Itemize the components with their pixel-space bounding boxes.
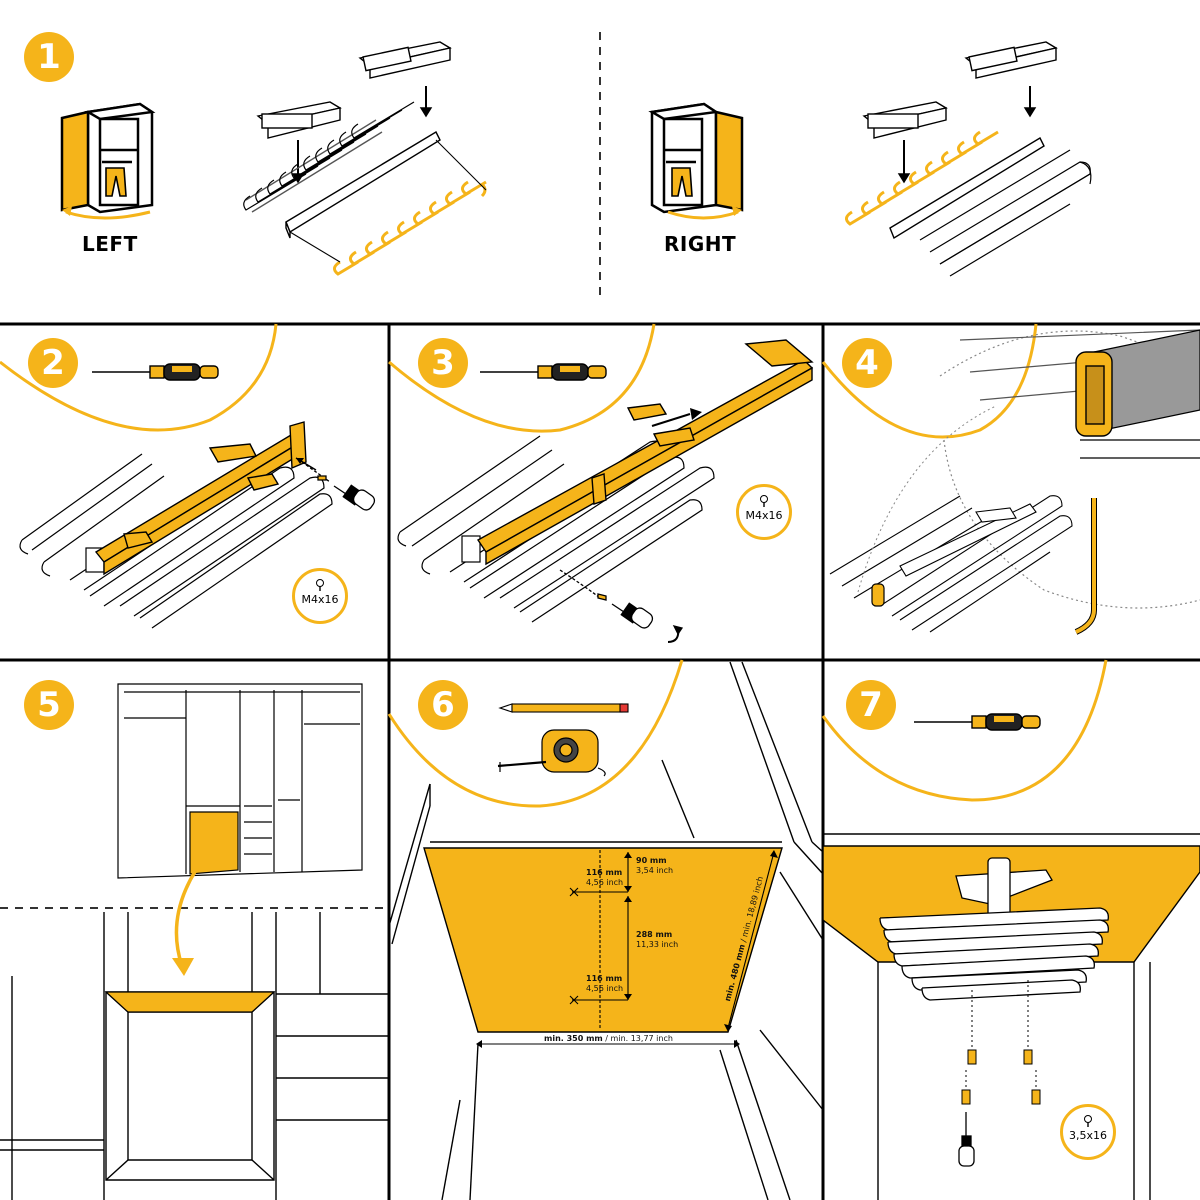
rack-right-loops	[919, 149, 1092, 277]
rack-left-step1	[245, 41, 452, 239]
step2-screw-tag: M4x16	[292, 568, 348, 624]
step-7-badge: 7	[846, 680, 896, 730]
measure-116-bottom-inch: 4,56 inch	[586, 984, 624, 993]
measure-288-inch: 11,33 inch	[636, 940, 679, 949]
step5-closeup	[0, 912, 389, 1200]
step3-rail-yellow	[476, 339, 814, 566]
step4-small-bracket	[871, 583, 885, 607]
step6-dimension-arrowheads	[476, 850, 778, 1048]
step2-rack	[19, 453, 333, 629]
step4-magnified-view	[939, 329, 1200, 609]
measure-90-mm: 90 mm	[636, 856, 667, 865]
step7-screw-size: 3,5x16	[1068, 1129, 1107, 1142]
wardrobe-right-icon	[648, 102, 744, 214]
measure-width-inch: min. 13,77 inch	[610, 1034, 673, 1043]
screw-icon	[760, 495, 768, 507]
step3-rack	[397, 435, 715, 623]
wardrobe-right-pants	[671, 167, 693, 197]
step7-screw-tag: 3,5x16	[1060, 1104, 1116, 1160]
measure-90-inch: 3,54 inch	[636, 866, 674, 875]
wardrobe-left-pants	[105, 167, 127, 197]
rack-right-step1	[862, 41, 1058, 240]
step3-screwdriver	[480, 363, 607, 381]
step5-zoom-arrow	[174, 869, 198, 967]
step4-allen-key	[1075, 498, 1096, 634]
rack-right-hooks-yellow	[845, 130, 999, 226]
step2-screw-size: M4x16	[301, 593, 339, 606]
measure-116-top-inch: 4,56 inch	[586, 878, 624, 887]
step4-allen-key-outline	[1074, 498, 1097, 635]
right-label: RIGHT	[664, 232, 737, 256]
measure-116-bottom-mm: 116 mm	[586, 974, 623, 983]
step2-screwdriver	[92, 363, 219, 381]
step3-screw-tag: M4x16	[736, 484, 792, 540]
step2-screw-and-driver	[301, 461, 376, 511]
step3-screw-size: M4x16	[745, 509, 783, 522]
step5-highlight-top	[104, 991, 276, 1013]
measure-width: min. 350 mm / min. 13,77 inch	[544, 1034, 673, 1043]
step3-slide-arrow	[651, 413, 691, 427]
wardrobe-left-icon	[60, 102, 156, 214]
measure-116-top-mm: 116 mm	[586, 868, 623, 877]
step4-bracket-yellow	[1075, 351, 1113, 437]
rack-left-hooks-yellow	[333, 180, 487, 276]
step-3-badge: 3	[418, 338, 468, 388]
step-2-badge: 2	[28, 338, 78, 388]
screw-icon	[1084, 1115, 1092, 1127]
step3-tool-arc	[388, 323, 656, 433]
measure-288: 288 mm 11,33 inch	[636, 930, 678, 950]
step-5-badge: 5	[24, 680, 74, 730]
measure-width-mm: min. 350 mm	[544, 1034, 603, 1043]
rack-left-loops	[243, 101, 415, 211]
step4-rack	[829, 495, 1073, 633]
step7-rack	[879, 857, 1109, 1001]
step7-screwdriver	[914, 713, 1041, 731]
step2-rail-yellow	[94, 421, 307, 576]
step6-cabinet	[388, 661, 824, 1200]
measure-116-bottom: 116 mm 4,56 inch	[586, 974, 623, 994]
step-4-badge: 4	[842, 338, 892, 388]
step6-tool-arc	[387, 659, 684, 808]
step7-cabinet	[823, 833, 1200, 1200]
measure-288-mm: 288 mm	[636, 930, 673, 939]
step5-highlight-bay	[189, 811, 239, 875]
measure-116-top: 116 mm 4,56 inch	[586, 868, 623, 888]
step3-screw-and-driver	[559, 569, 684, 643]
step7-screws	[961, 980, 1041, 1105]
left-label: LEFT	[82, 232, 138, 256]
step6-pencil	[498, 703, 629, 713]
step7-hand-screwdriver	[958, 1112, 975, 1167]
rack-left-front-wires	[289, 139, 487, 263]
panel-dividers	[0, 322, 1200, 1200]
step-1-badge: 1	[24, 32, 74, 82]
screw-icon	[316, 579, 324, 591]
step7-tool-arc	[821, 659, 1108, 802]
step4-arc	[821, 323, 1038, 439]
step2-tool-arc	[0, 323, 278, 432]
step6-dimension-lines	[480, 850, 775, 1045]
measure-90: 90 mm 3,54 inch	[636, 856, 673, 876]
right-door-arrow	[667, 210, 739, 220]
step5-wardrobe	[117, 683, 363, 879]
step-6-badge: 6	[418, 680, 468, 730]
step6-tape-measure	[497, 729, 606, 777]
left-door-arrow	[65, 210, 151, 220]
step6-cross-marks	[569, 887, 579, 1005]
